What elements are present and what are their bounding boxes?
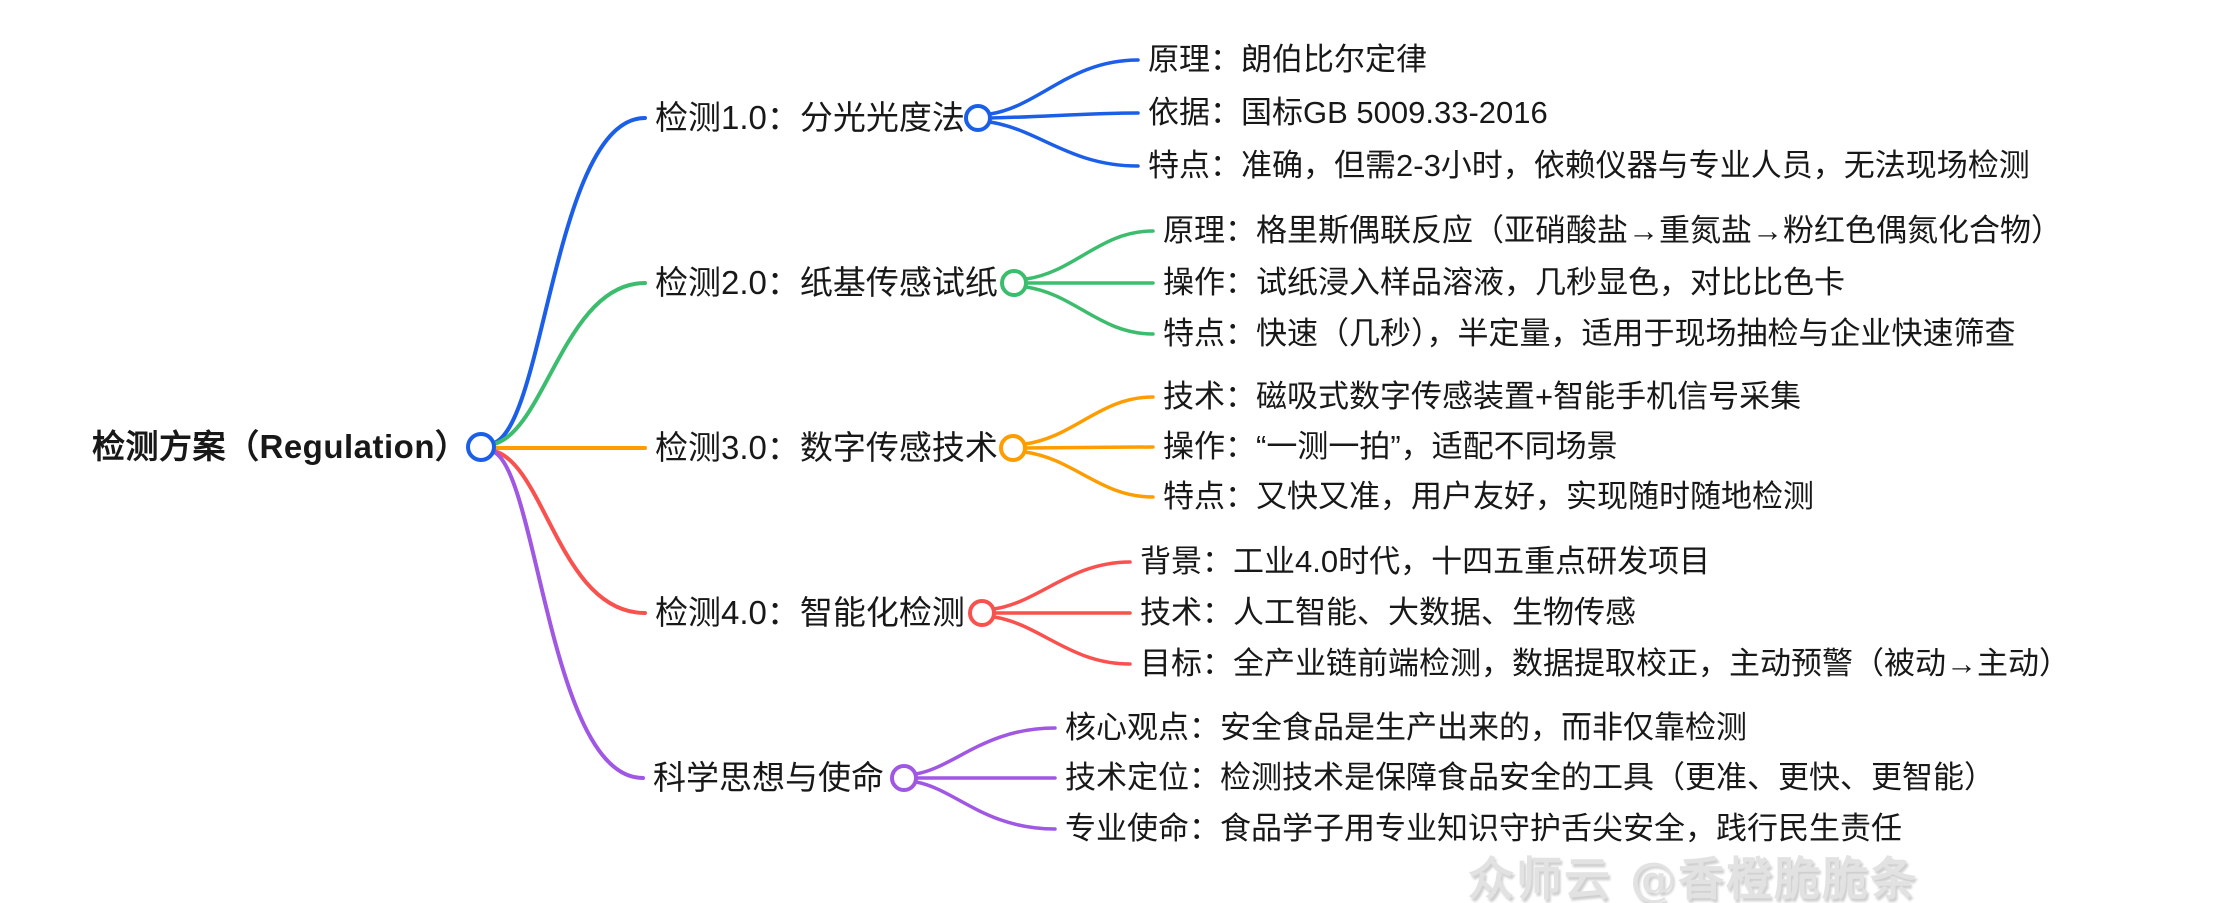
branch3-leaf1-connector [1023,395,1155,446]
branch2-curve [492,281,647,446]
leaf-node-5-2: 技术定位：检测技术是保障食品安全的工具（更准、更快、更智能） [1065,760,1995,796]
leaf-node-5-1: 核心观点：安全食品是生产出来的，而非仅靠检测 [1065,710,1747,746]
leaf-node-5-3: 专业使命：食品学子用专业知识守护舌尖安全，践行民生责任 [1065,811,1902,847]
watermark-text: 众师云 @香橙脆脆条 [1468,852,1919,903]
leaf-node-1-1: 原理：朗伯比尔定律 [1148,42,1427,78]
branch-node-5: 科学思想与使命 [653,759,884,797]
leaf-node-2-1: 原理：格里斯偶联反应（亚硝酸盐→重氮盐→粉红色偶氮化合物） [1163,213,2062,249]
branch1-leaf2-connector [988,111,1140,120]
branch3-leaf2-connector [1023,445,1155,450]
branch5-leaf3-connector [914,780,1057,831]
branch-node-3: 检测3.0：数字传感技术 [655,429,998,467]
branch4-node-circle [968,599,996,627]
leaf-node-4-1: 背景：工业4.0时代，十四五重点研发项目 [1140,544,1711,580]
root-node-circle [466,432,496,462]
branch2-leaf1-connector [1024,229,1155,281]
branch1-node-circle [964,104,992,132]
branch4-leaf1-connector [992,560,1132,611]
branch1-curve [492,116,647,445]
branch3-leaf3-connector [1023,450,1155,499]
branch5-curve [492,450,645,780]
leaf-node-1-3: 特点：准确，但需2-3小时，依赖仪器与专业人员，无法现场检测 [1148,148,2030,184]
branch5-leaf1-connector [914,726,1057,776]
branch1-leaf1-connector [988,58,1140,116]
branch5-node-circle [890,764,918,792]
leaf-node-4-2: 技术：人工智能、大数据、生物传感 [1140,595,1636,631]
branch2-leaf3-connector [1024,285,1155,336]
leaf-node-4-3: 目标：全产业链前端检测，数据提取校正，主动预警（被动→主动） [1140,646,2070,682]
branch-node-2: 检测2.0：纸基传感试纸 [655,264,998,302]
branch4-leaf3-connector [992,615,1132,666]
branch2-node-circle [1000,269,1028,297]
leaf-node-2-2: 操作：试纸浸入样品溶液，几秒显色，对比比色卡 [1163,265,1845,301]
leaf-node-3-1: 技术：磁吸式数字传感装置+智能手机信号采集 [1163,379,1802,415]
branch-node-4: 检测4.0：智能化检测 [655,594,965,632]
leaf-node-3-3: 特点：又快又准，用户友好，实现随时随地检测 [1163,479,1814,515]
leaf-node-1-2: 依据：国标GB 5009.33-2016 [1148,95,1548,131]
branch3-node-circle [999,434,1027,462]
root-node-label: 检测方案（Regulation） [92,428,469,466]
branch-node-1: 检测1.0：分光光度法 [655,99,965,137]
branch4-curve [492,449,647,615]
leaf-node-2-3: 特点：快速（几秒），半定量，适用于现场抽检与企业快速筛查 [1163,316,2016,352]
branch1-leaf3-connector [988,120,1140,168]
leaf-node-3-2: 操作：“一测一拍”，适配不同场景 [1163,429,1618,465]
